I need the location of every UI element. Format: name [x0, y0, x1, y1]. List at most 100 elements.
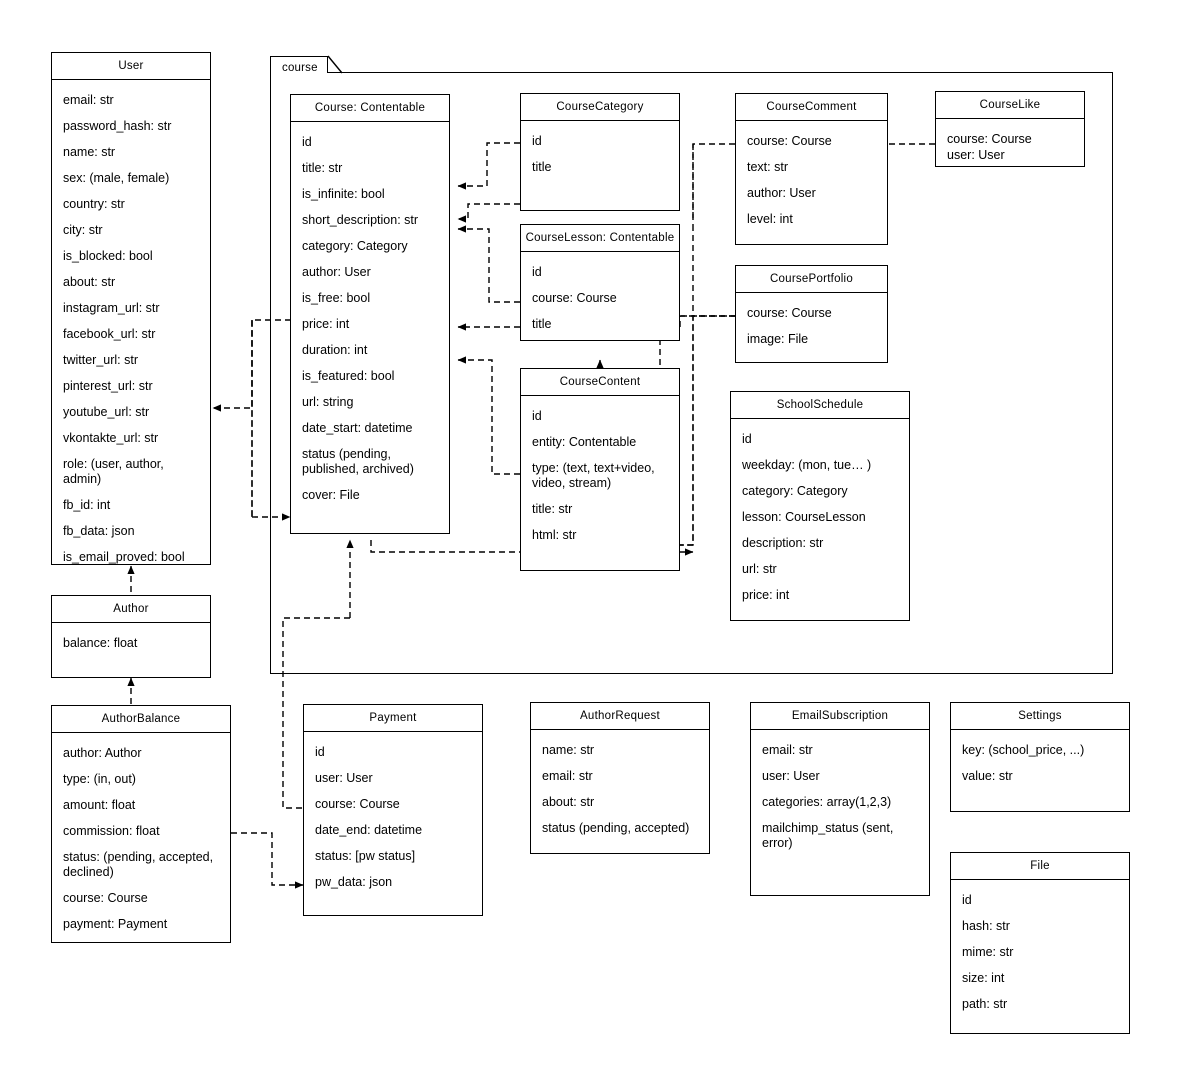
class-attribute: pinterest_url: str — [63, 379, 153, 393]
class-attribute: user: User — [762, 769, 820, 783]
class-box-course-content[interactable]: CourseContent id entity: Contentable typ… — [520, 368, 680, 571]
class-attribute: youtube_url: str — [63, 405, 150, 419]
class-attribute: html: str — [532, 528, 577, 542]
class-attribute: email: str — [63, 93, 114, 107]
class-box-email-subscription[interactable]: EmailSubscription email: str user: User … — [750, 702, 930, 896]
class-attribute: payment: Payment — [63, 917, 168, 931]
class-attribute: is_free: bool — [302, 291, 371, 305]
class-box-file[interactable]: File id hash: str mime: str size: int pa… — [950, 852, 1130, 1034]
class-attribute: email: str — [542, 769, 593, 783]
class-attribute: price: int — [302, 317, 350, 331]
class-attribute: url: str — [742, 562, 777, 576]
class-attribute: course: Course — [947, 132, 1032, 146]
class-attribute: description: str — [742, 536, 824, 550]
class-attribute: country: str — [63, 197, 125, 211]
class-title: CourseContent — [521, 369, 679, 396]
class-attribute: fb_id: int — [63, 498, 111, 512]
class-box-payment[interactable]: Payment id user: User course: Course dat… — [303, 704, 483, 916]
class-attribute: entity: Contentable — [532, 435, 637, 449]
class-title: User — [52, 53, 210, 80]
class-attribute: is_email_proved: bool — [63, 550, 185, 564]
class-attribute: title — [532, 160, 552, 174]
class-attribute: id — [532, 265, 542, 279]
class-attribute: city: str — [63, 223, 103, 237]
class-attribute: short_description: str — [302, 213, 419, 227]
class-attribute: name: str — [542, 743, 595, 757]
class-box-author[interactable]: Author balance: float — [51, 595, 211, 678]
class-attribute: id — [962, 893, 972, 907]
class-title: CourseComment — [736, 94, 887, 121]
class-attribute: course: Course — [532, 291, 617, 305]
class-box-user[interactable]: User email: str password_hash: str name:… — [51, 52, 211, 565]
class-attribute: id — [302, 135, 312, 149]
class-attribute: type: (text, text+video, video, stream) — [532, 461, 659, 490]
class-attribute: id — [315, 745, 325, 759]
class-box-author-request[interactable]: AuthorRequest name: str email: str about… — [530, 702, 710, 854]
class-attribute: image: File — [747, 332, 809, 346]
class-attribute: date_end: datetime — [315, 823, 423, 837]
class-box-course-like[interactable]: CourseLike course: Course user: User — [935, 91, 1085, 167]
class-attribute: date_start: datetime — [302, 421, 413, 435]
class-attribute: status (pending, accepted) — [542, 821, 690, 835]
class-attribute: twitter_url: str — [63, 353, 139, 367]
class-attribute: course: Course — [315, 797, 400, 811]
class-title: Payment — [304, 705, 482, 732]
class-box-course-lesson[interactable]: CourseLesson: Contentable id course: Cou… — [520, 224, 680, 341]
class-attribute: level: int — [747, 212, 793, 226]
class-title: CourseLesson: Contentable — [521, 225, 679, 252]
class-attribute: author: User — [302, 265, 371, 279]
class-attribute: password_hash: str — [63, 119, 172, 133]
class-title: AuthorBalance — [52, 706, 230, 733]
class-attribute: url: string — [302, 395, 354, 409]
class-title: CourseCategory — [521, 94, 679, 121]
class-attribute: value: str — [962, 769, 1013, 783]
class-attribute: instagram_url: str — [63, 301, 160, 315]
package-tab-slant — [327, 55, 343, 74]
class-attribute: fb_data: json — [63, 524, 135, 538]
class-title: EmailSubscription — [751, 703, 929, 730]
class-title: AuthorRequest — [531, 703, 709, 730]
class-attribute: balance: float — [63, 636, 138, 650]
class-attribute: amount: float — [63, 798, 136, 812]
class-title: CourseLike — [936, 92, 1084, 119]
class-attribute: about: str — [63, 275, 116, 289]
class-attribute: categories: array(1,2,3) — [762, 795, 892, 809]
class-box-school-schedule[interactable]: SchoolSchedule id weekday: (mon, tue… ) … — [730, 391, 910, 621]
class-attribute: category: Category — [302, 239, 408, 253]
class-attribute: path: str — [962, 997, 1008, 1011]
class-box-course[interactable]: Course: Contentable id title: str is_inf… — [290, 94, 450, 534]
class-attribute: text: str — [747, 160, 788, 174]
class-box-course-comment[interactable]: CourseComment course: Course text: str a… — [735, 93, 888, 245]
class-attribute: title — [532, 317, 552, 331]
class-title: CoursePortfolio — [736, 266, 887, 293]
class-box-settings[interactable]: Settings key: (school_price, ...) value:… — [950, 702, 1130, 812]
class-attribute: user: User — [947, 148, 1005, 162]
class-attribute: facebook_url: str — [63, 327, 156, 341]
class-attribute: id — [532, 409, 542, 423]
class-box-course-category[interactable]: CourseCategory id title — [520, 93, 680, 211]
class-attribute: price: int — [742, 588, 790, 602]
class-title: SchoolSchedule — [731, 392, 909, 419]
class-box-author-balance[interactable]: AuthorBalance author: Author type: (in, … — [51, 705, 231, 943]
class-attribute: mailchimp_status (sent, error) — [762, 821, 897, 850]
class-attribute: is_blocked: bool — [63, 249, 153, 263]
class-attribute: email: str — [762, 743, 813, 757]
class-box-course-portfolio[interactable]: CoursePortfolio course: Course image: Fi… — [735, 265, 888, 363]
class-attribute: type: (in, out) — [63, 772, 136, 786]
package-course-frame — [270, 72, 1113, 674]
class-attribute: course: Course — [747, 134, 832, 148]
class-attribute: status: (pending, accepted, declined) — [63, 850, 217, 879]
class-attribute: name: str — [63, 145, 116, 159]
class-attribute: status (pending, published, archived) — [302, 447, 414, 476]
class-attribute: title: str — [302, 161, 343, 175]
class-title: File — [951, 853, 1129, 880]
class-attribute: lesson: CourseLesson — [742, 510, 866, 524]
package-course-label: course — [282, 62, 318, 74]
class-attribute: cover: File — [302, 488, 360, 502]
class-attribute: is_infinite: bool — [302, 187, 385, 201]
class-attribute: course: Course — [747, 306, 832, 320]
class-attribute: weekday: (mon, tue… ) — [742, 458, 872, 472]
class-attribute: sex: (male, female) — [63, 171, 170, 185]
class-attribute: vkontakte_url: str — [63, 431, 159, 445]
